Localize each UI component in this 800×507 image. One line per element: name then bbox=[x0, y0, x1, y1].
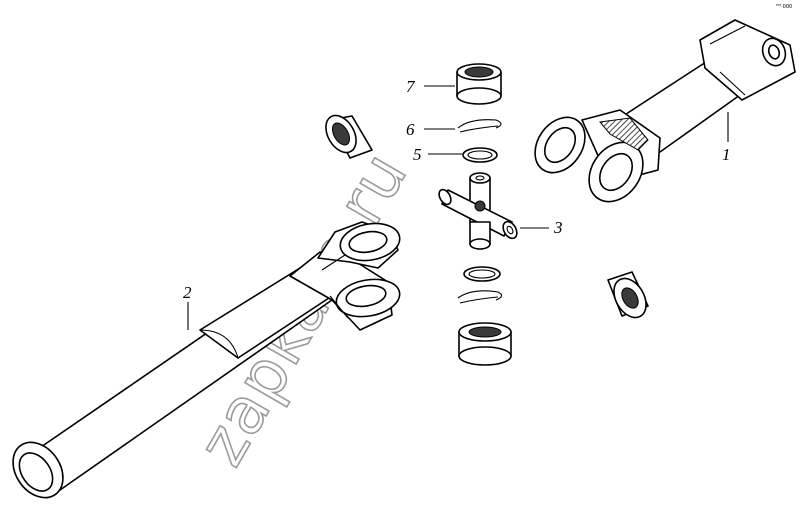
seal-ring-part-6 bbox=[462, 147, 498, 163]
bearing-cup-right bbox=[607, 271, 649, 319]
seal-ring-lower bbox=[463, 266, 501, 282]
snap-ring-lower bbox=[457, 290, 503, 304]
snap-ring-part-5 bbox=[457, 119, 502, 133]
shaft-yoke-part-2 bbox=[12, 221, 401, 499]
bearing-cup-part-7 bbox=[456, 63, 502, 105]
corner-mark: ᴴᴹ·000 bbox=[776, 4, 792, 10]
bearing-cup-bottom bbox=[458, 322, 512, 366]
callout-6: 5 bbox=[413, 145, 422, 164]
bearing-cup-upper-left bbox=[325, 114, 373, 159]
callout-1: 1 bbox=[722, 145, 731, 164]
callout-5: 6 bbox=[406, 120, 415, 139]
callout-7: 7 bbox=[406, 77, 416, 96]
callout-3: 3 bbox=[553, 218, 563, 237]
leader-lines bbox=[187, 85, 729, 330]
shaft-yoke-part-1 bbox=[534, 19, 796, 203]
callout-2: 2 bbox=[183, 283, 192, 302]
spider-cross-part-3 bbox=[438, 172, 518, 250]
